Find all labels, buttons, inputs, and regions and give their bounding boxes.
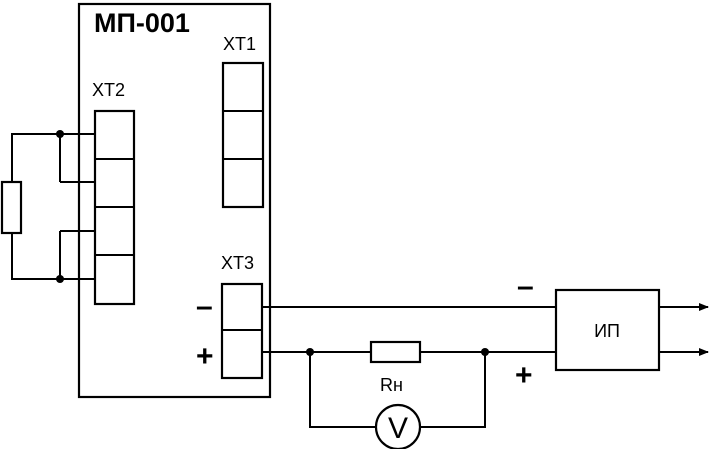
sensor-resistor (0, 180, 23, 235)
source-minus-sign: – (517, 270, 534, 303)
xt1-label: XT1 (223, 34, 256, 54)
voltmeter: V (374, 403, 422, 449)
xt3-minus-sign: – (196, 290, 213, 323)
load-resistor-label: Rн (380, 375, 403, 395)
power-source-box (554, 288, 661, 372)
sensor-wiring (11, 130, 95, 283)
xt3-label: XT3 (221, 253, 254, 273)
xt2-terminal-block (93, 109, 136, 306)
source-plus-sign: + (515, 359, 533, 392)
load-resistor (369, 340, 422, 364)
xt3-terminal-block (220, 282, 264, 380)
module-title: МП-001 (94, 8, 190, 38)
xt3-plus-sign: + (196, 340, 214, 373)
xt1-terminal-block (221, 61, 265, 209)
power-source-label: ИП (594, 321, 620, 341)
output-circuit (262, 306, 556, 428)
xt2-label: XT2 (92, 80, 125, 100)
voltmeter-symbol: V (388, 412, 408, 445)
